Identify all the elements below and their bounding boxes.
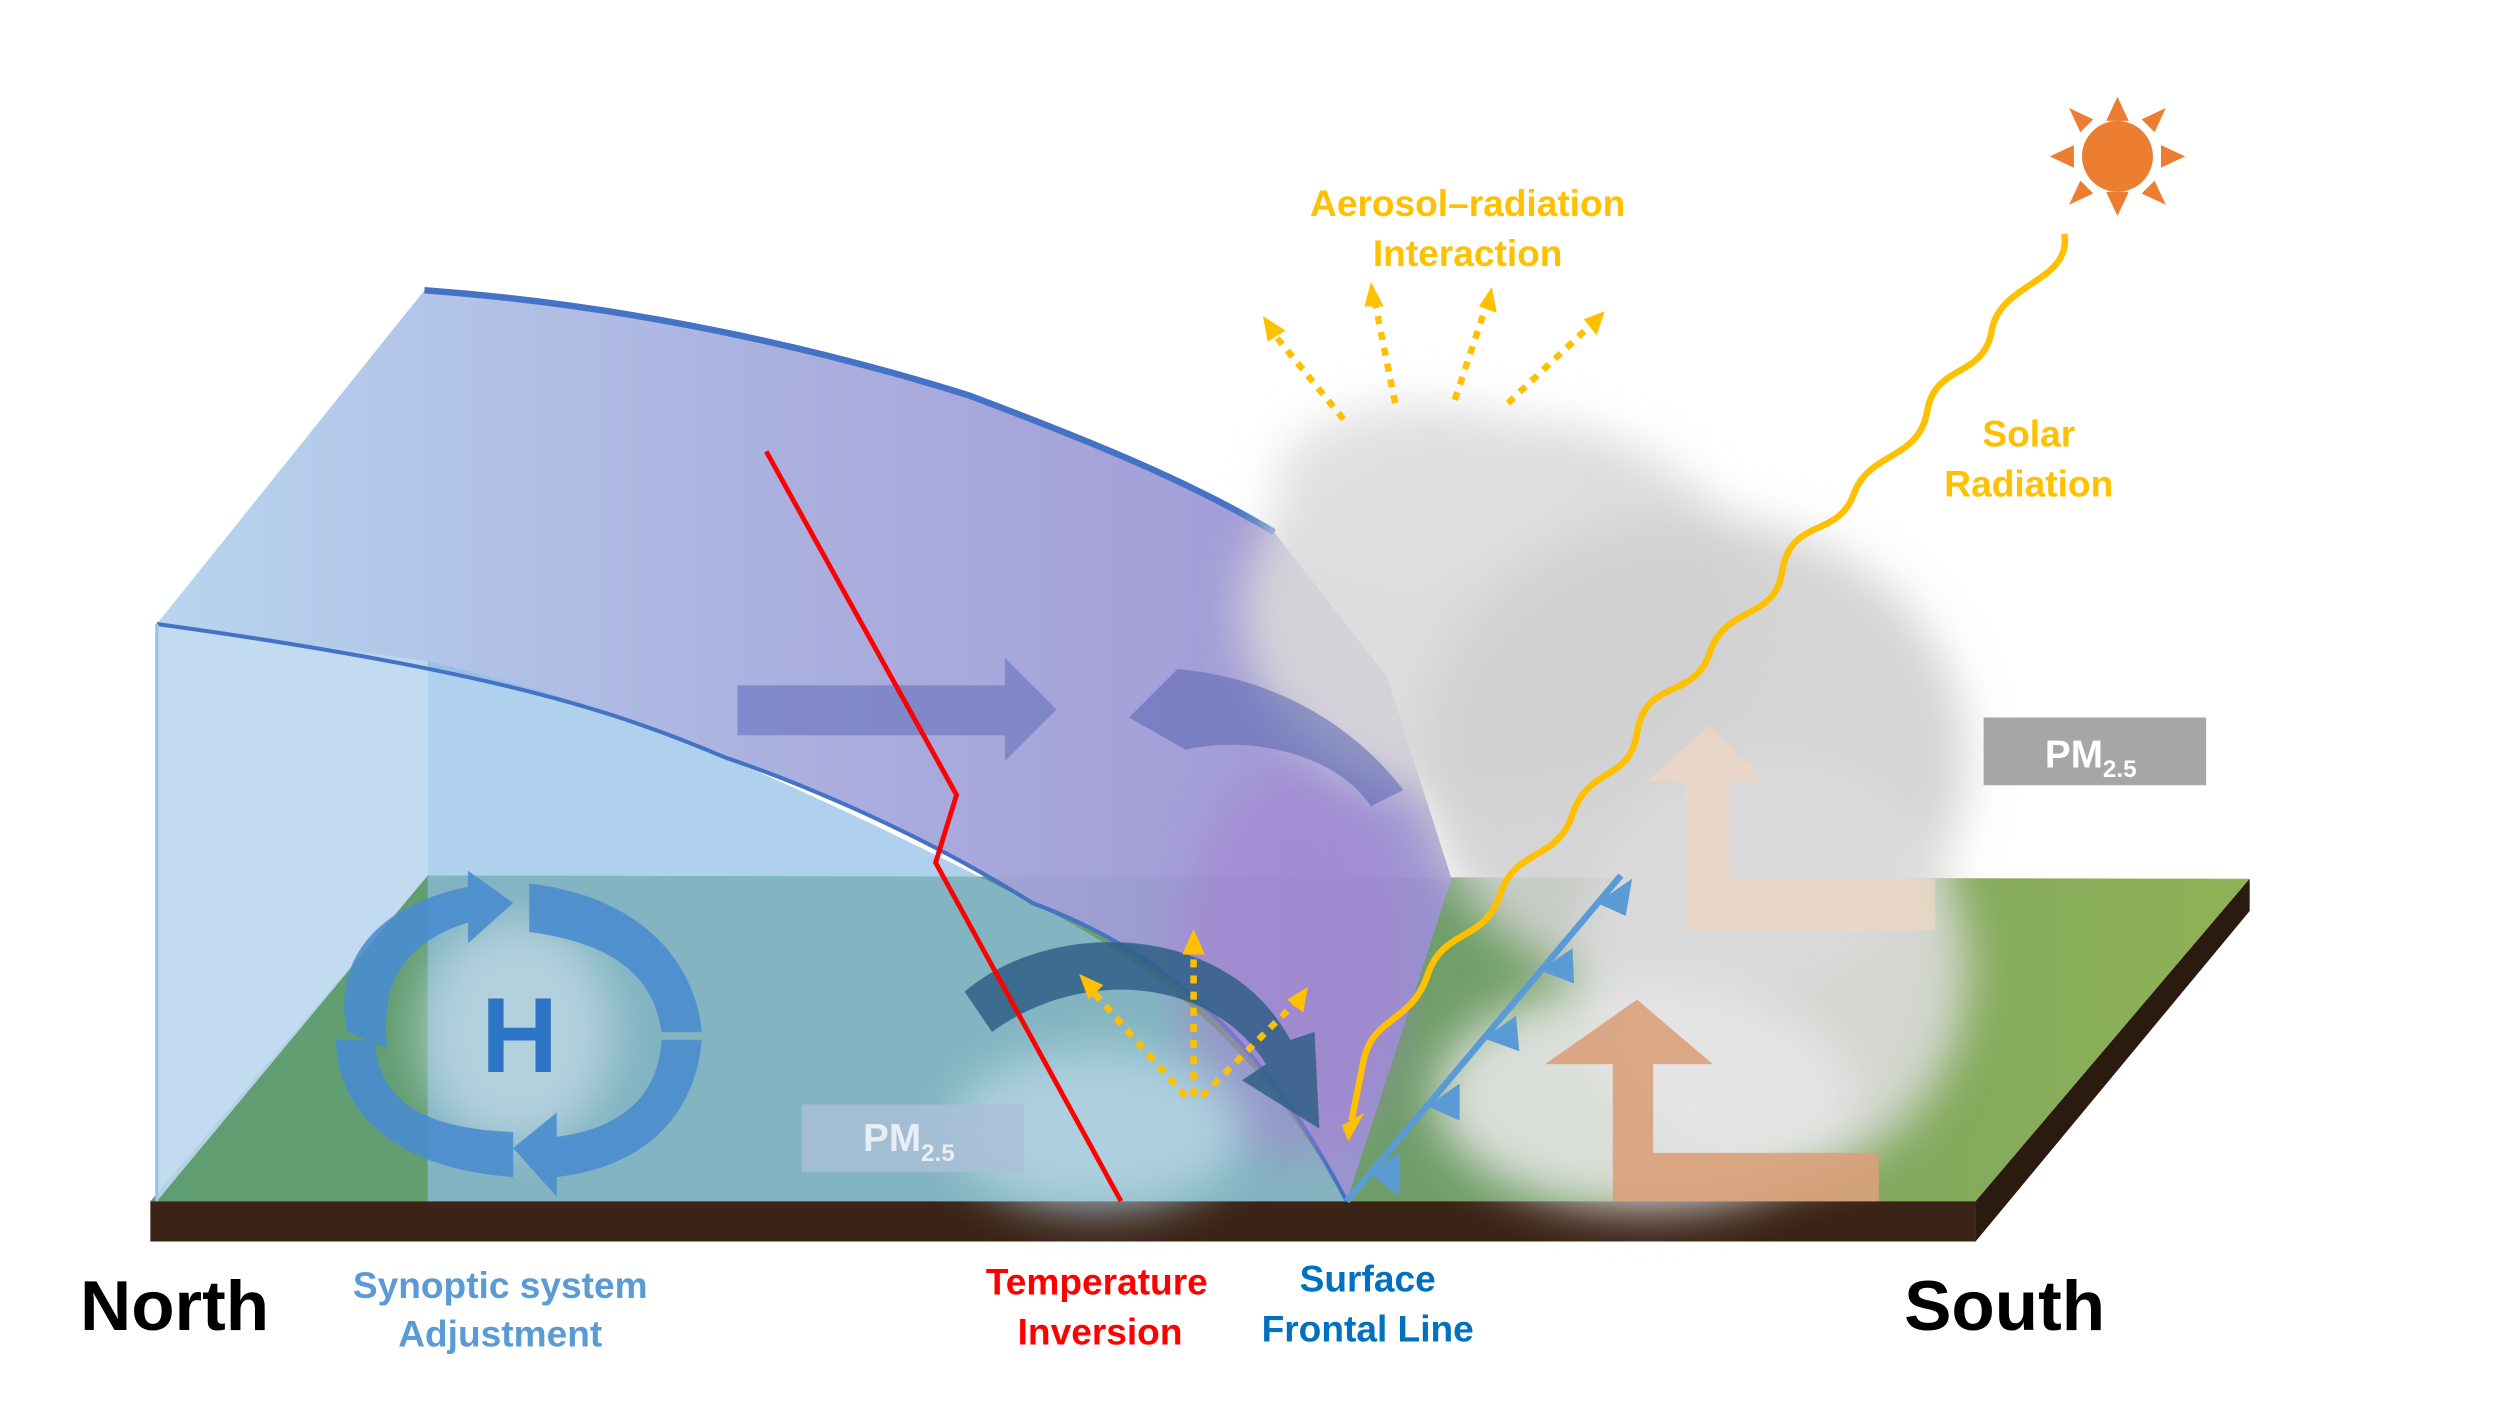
synoptic-label-line2: Adjustment	[398, 1312, 602, 1354]
pm-subscript: 2.5	[921, 1140, 955, 1167]
warm-air-plume	[1177, 773, 1404, 1161]
surface-front-line	[1344, 873, 1633, 1204]
updraft-arrow-upper-icon	[1645, 725, 1936, 931]
pm-subscript: 2.5	[2103, 756, 2137, 783]
sun-icon	[2049, 96, 2186, 217]
solar-label-line2: Radiation	[1944, 463, 2113, 505]
svg-text:PM2.5: PM2.5	[863, 1117, 955, 1167]
solar-label-line1: Solar	[1982, 413, 2075, 455]
temperature-inversion-line	[764, 450, 1124, 1203]
front-label-line2: Frontal Line	[1262, 1308, 1474, 1350]
inversion-label-line1: Temperature	[986, 1261, 1208, 1303]
curved-arrow-upper-icon	[1129, 669, 1404, 807]
pollution-cloud	[419, 403, 1968, 1210]
pm25-box-upper: PM2.5	[1983, 717, 2207, 786]
aerosol-label-line2: Interaction	[1373, 232, 1563, 274]
synoptic-label-line1: Synoptic system	[353, 1264, 648, 1306]
pm-label: PM	[2045, 733, 2103, 776]
svg-text:PM2.5: PM2.5	[2045, 733, 2137, 783]
south-label: South	[1904, 1267, 2105, 1346]
pm25-box-lower: PM2.5	[801, 1104, 1025, 1173]
north-label: North	[80, 1267, 269, 1346]
solar-radiation-wave	[1348, 233, 2069, 1122]
curved-arrow-lower-icon	[964, 942, 1320, 1129]
aerosol-label-line1: Aerosol–radiation	[1310, 182, 1625, 224]
high-pressure-label: H	[481, 976, 558, 1095]
inversion-label-line2: Inversion	[1018, 1311, 1183, 1353]
high-pressure-circulation-icon	[335, 870, 702, 1197]
solar-arrowhead-icon	[1341, 1112, 1365, 1142]
pm-label: PM	[863, 1117, 921, 1160]
front-label-line1: Surface	[1300, 1258, 1436, 1300]
aerosol-scatter-arrows	[1086, 297, 1596, 1099]
updraft-arrow-icon	[1545, 999, 1879, 1202]
aerosol-arrowheads-icon	[1079, 282, 1605, 1013]
